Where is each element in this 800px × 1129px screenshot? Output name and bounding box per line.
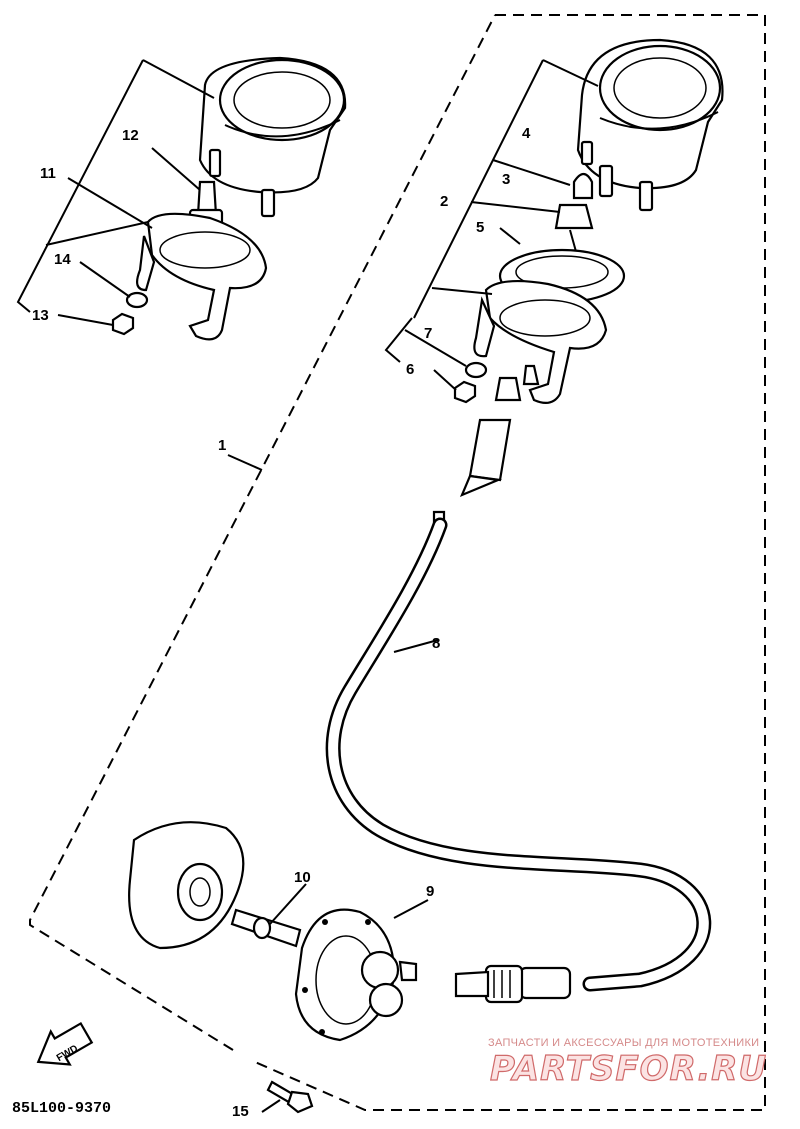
label-12: 12 [122, 127, 139, 144]
item-1-leader [227, 454, 263, 471]
label-7: 7 [424, 325, 432, 342]
right-callout-lines [384, 59, 599, 391]
bolt-15 [261, 1080, 314, 1114]
label-15: 15 [232, 1103, 249, 1120]
right-meter-assembly [453, 38, 724, 498]
label-6: 6 [406, 361, 414, 378]
callout-numbers: 12 11 14 13 4 3 2 5 7 6 1 8 10 9 15 [32, 125, 531, 1120]
label-9: 9 [426, 883, 434, 900]
label-10: 10 [294, 869, 311, 886]
watermark-top-text: ЗАПЧАСТИ И АКСЕССУАРЫ ДЛЯ МОТОТЕХНИКИ [488, 1037, 759, 1049]
left-meter-assembly [111, 56, 347, 341]
assembly-boundary [29, 14, 766, 1111]
label-2: 2 [440, 193, 448, 210]
label-14: 14 [54, 251, 71, 268]
label-8: 8 [432, 635, 440, 652]
watermark: ЗАПЧАСТИ И АКСЕССУАРЫ ДЛЯ МОТОТЕХНИКИ PA… [488, 1037, 767, 1090]
left-callout-lines [16, 59, 215, 326]
label-11: 11 [40, 165, 56, 182]
drive-unit [128, 821, 429, 1042]
drawing-code: 85L100-9370 [12, 1100, 111, 1117]
label-1: 1 [218, 437, 226, 454]
label-4: 4 [522, 125, 531, 142]
label-5: 5 [476, 219, 484, 236]
label-13: 13 [32, 307, 49, 324]
watermark-brand: PARTSFOR.RU [490, 1049, 767, 1089]
fwd-arrow-icon: FWD [36, 1021, 94, 1066]
speedometer-cable [325, 510, 712, 1004]
label-3: 3 [502, 171, 510, 188]
